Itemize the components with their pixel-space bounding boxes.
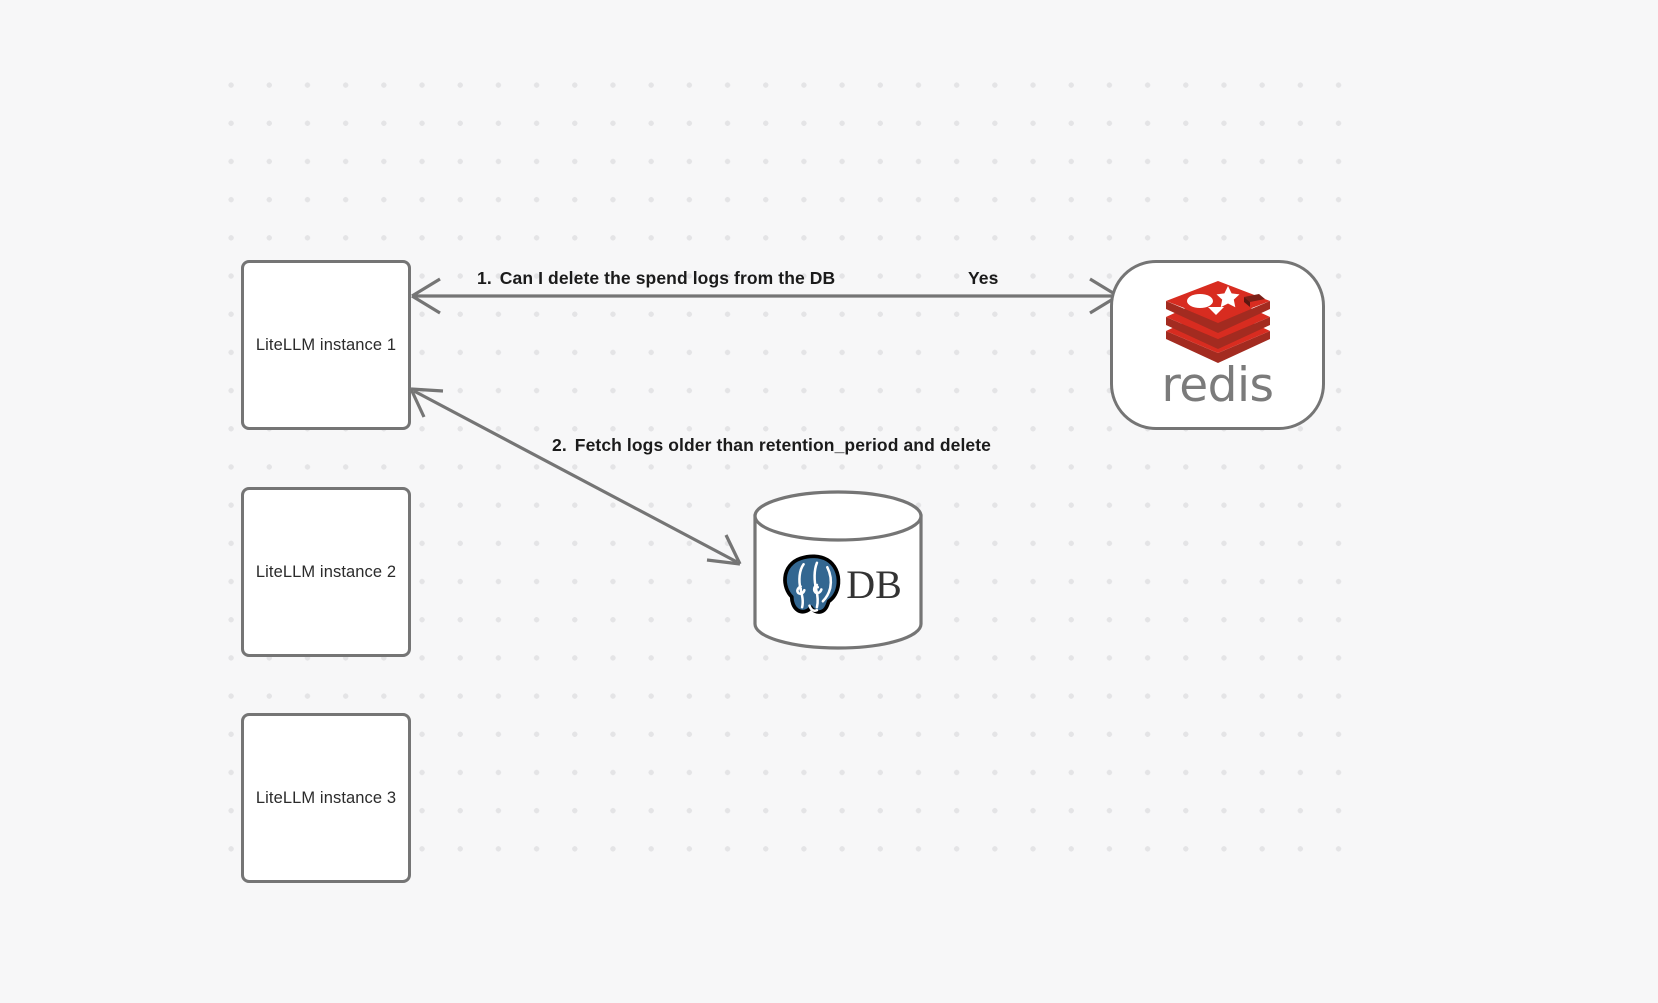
db-logo-and-label: DB <box>752 542 924 628</box>
node-database[interactable]: DB <box>752 490 924 650</box>
edge-label-step-2-text: Fetch logs older than retention_period a… <box>574 435 991 455</box>
edge-label-step-1-number: 1. <box>477 268 492 288</box>
edge-label-step-2: 2. Fetch logs older than retention_period… <box>552 435 991 456</box>
edge-label-yes: Yes <box>968 268 998 289</box>
node-redis[interactable]: redis <box>1110 260 1325 430</box>
node-litellm-instance-1[interactable]: LiteLLM instance 1 <box>241 260 411 430</box>
redis-wordmark: redis <box>1161 358 1274 413</box>
node-litellm-instance-1-label: LiteLLM instance 1 <box>255 335 397 354</box>
node-litellm-instance-2-label: LiteLLM instance 2 <box>255 562 397 581</box>
edge-label-step-2-number: 2. <box>552 435 567 455</box>
postgresql-elephant-icon <box>783 554 841 614</box>
redis-logo-icon <box>1165 281 1270 363</box>
db-label: DB <box>846 562 902 607</box>
edge-label-step-1-text: Can I delete the spend logs from the DB <box>499 268 836 288</box>
edge-litellm1-db <box>409 387 742 566</box>
node-litellm-instance-3-label: LiteLLM instance 3 <box>255 788 397 807</box>
node-litellm-instance-3[interactable]: LiteLLM instance 3 <box>241 713 411 883</box>
edge-label-step-1: 1. Can I delete the spend logs from the D… <box>477 268 835 289</box>
node-litellm-instance-2[interactable]: LiteLLM instance 2 <box>241 487 411 657</box>
edge-label-yes-text: Yes <box>968 268 999 288</box>
